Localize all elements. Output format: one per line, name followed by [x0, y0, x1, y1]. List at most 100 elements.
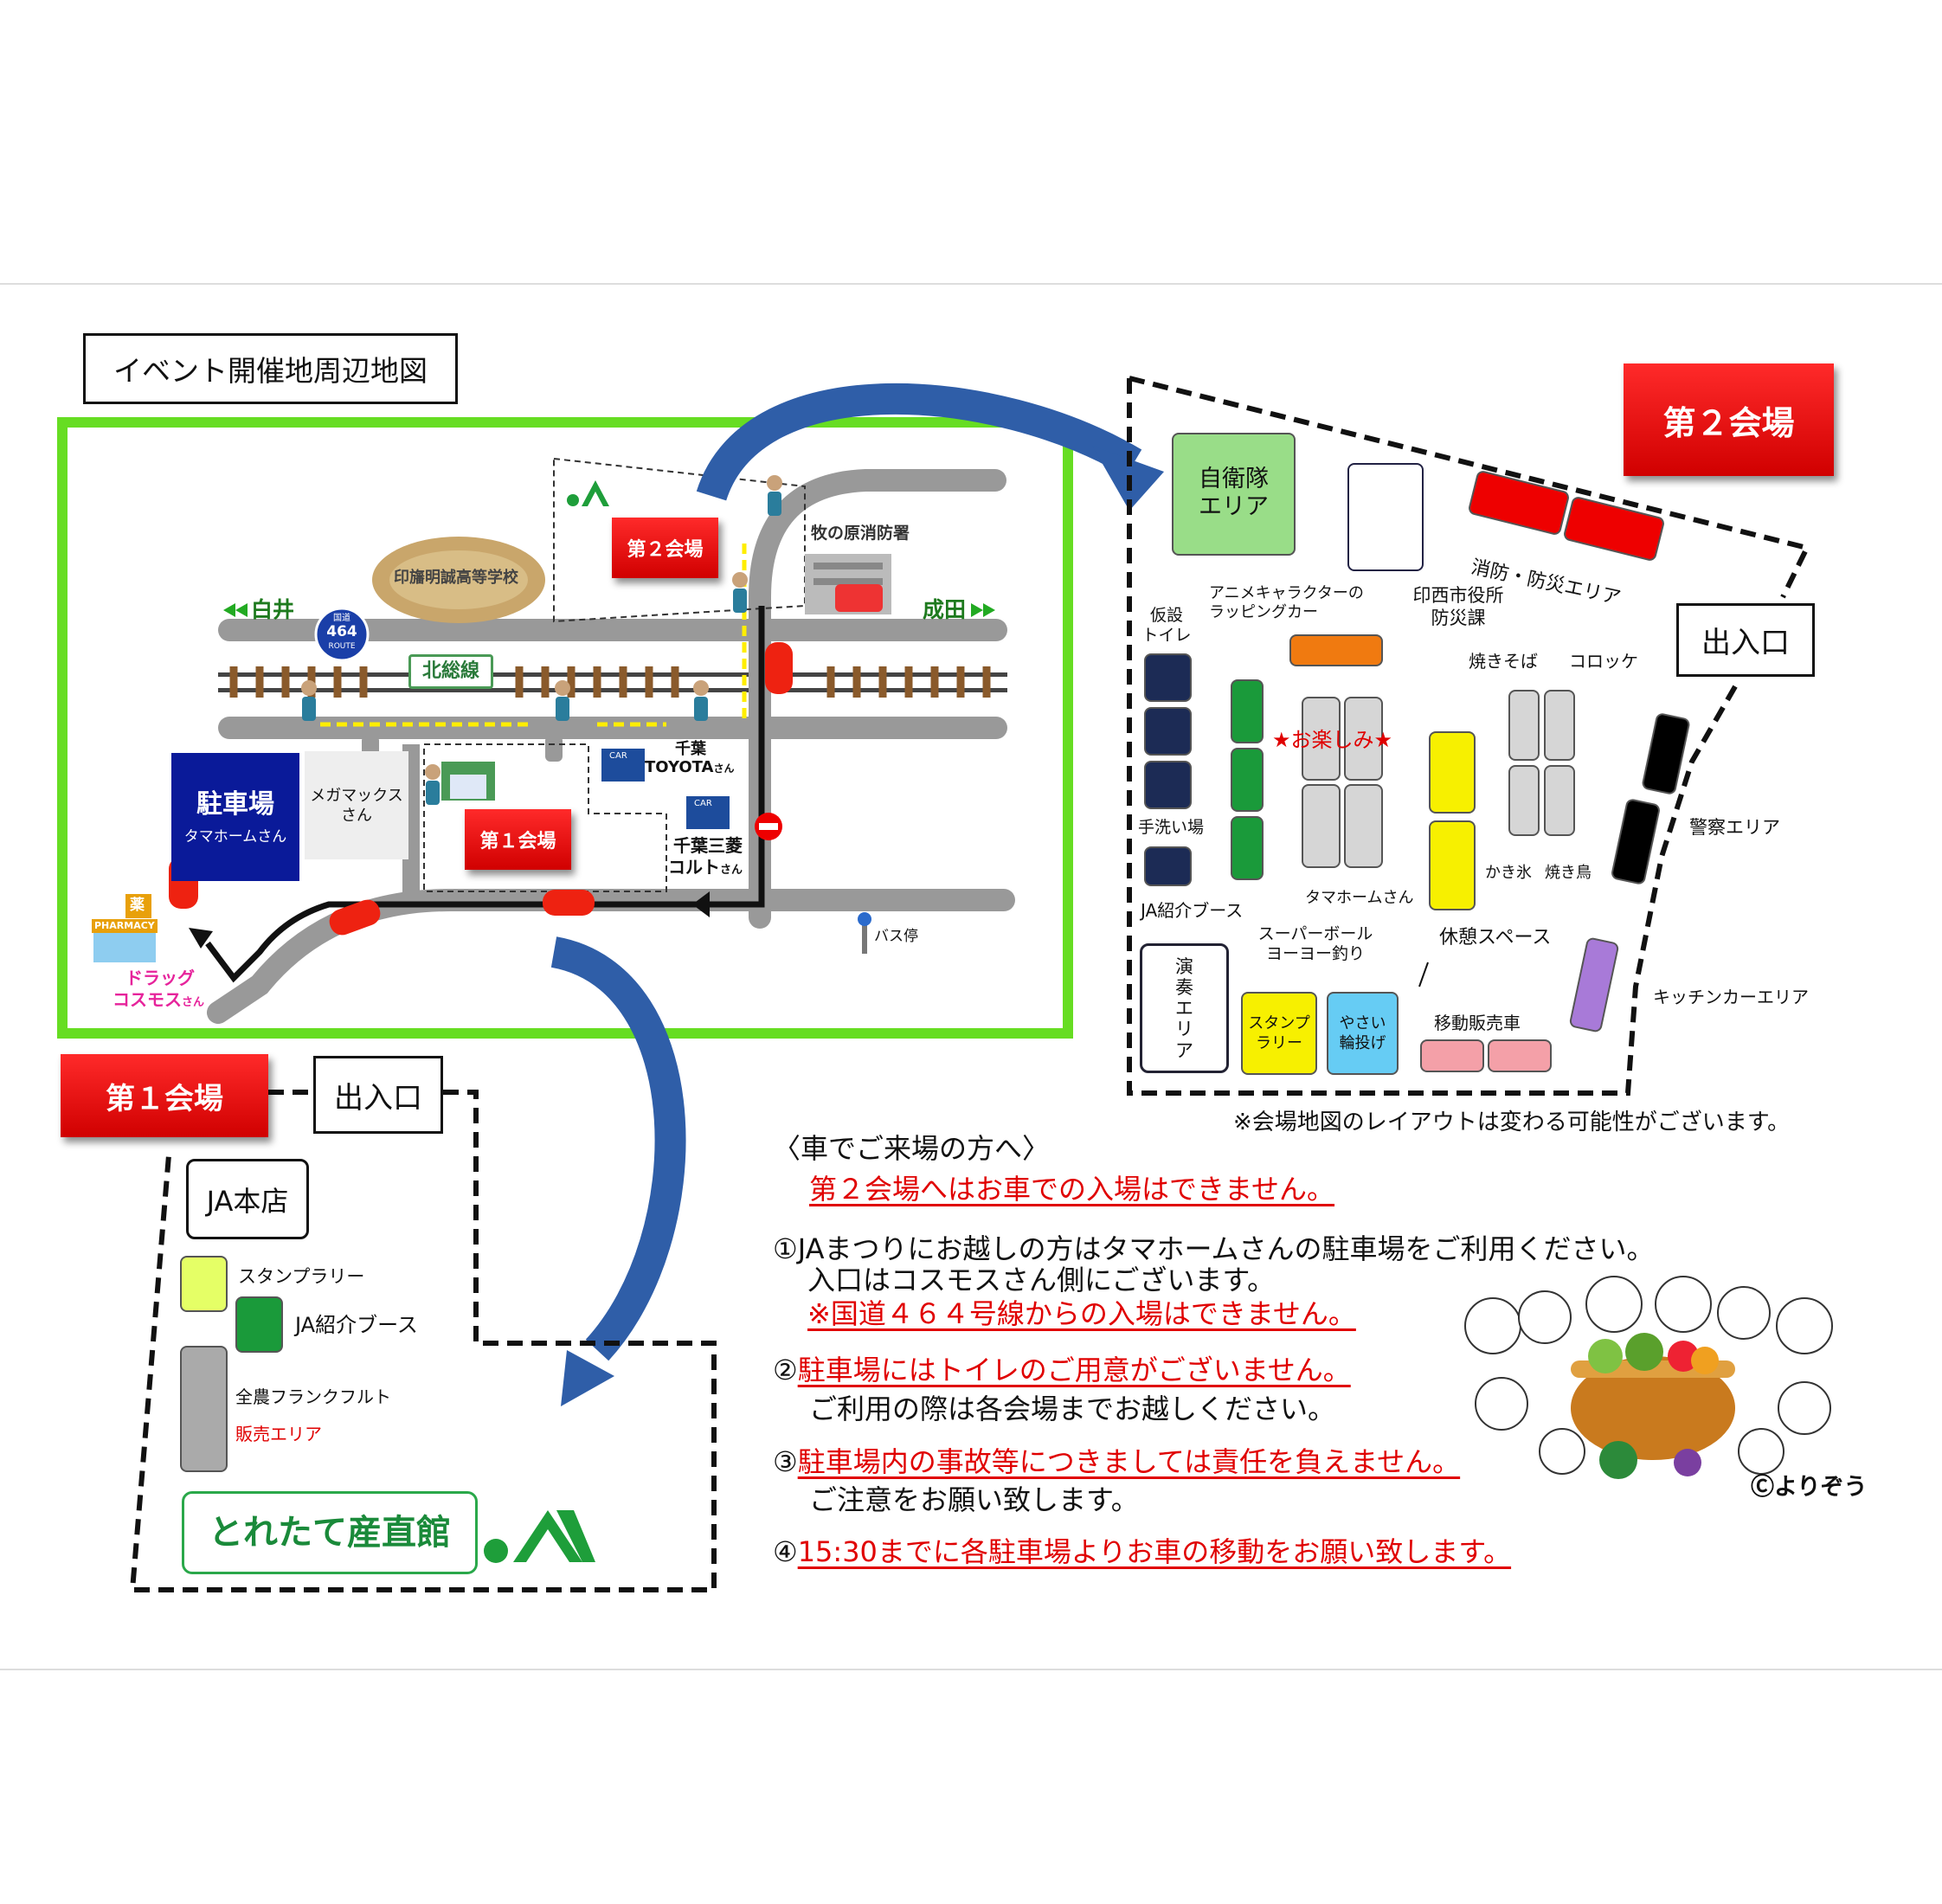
ja-booth-v1-label: JA紹介ブース: [295, 1313, 418, 1337]
route-bottom-label: ROUTE: [328, 642, 356, 651]
mitsubishi-label-1: 千葉三菱: [673, 835, 743, 856]
note-3a-text: 駐車場内の事故等につきましては責任を負えません。: [797, 1445, 1461, 1478]
note-no-car-venue2: 第２会場へはお車での入場はできません。: [809, 1173, 1335, 1206]
note-1c: ※国道４６４号線からの入場はできません。: [807, 1297, 1356, 1330]
fire-station-label: 牧の原消防署: [811, 524, 910, 543]
note-1a: ①JAまつりにお越しの方はタマホームさんの駐車場をご利用ください。: [773, 1232, 1655, 1265]
note-4a-text: 15:30までに各駐車場よりお車の移動をお願い致します。: [797, 1535, 1512, 1568]
note-1b: 入口はコスモスさん側にございます。: [807, 1264, 1276, 1296]
mobile-car-2: [1488, 1039, 1552, 1072]
note-2b: ご利用の際は各会場までお越しください。: [809, 1393, 1336, 1425]
venue2-entrance: 出入口: [1676, 603, 1815, 677]
note-3a: ③駐車場内の事故等につきましては責任を負えません。: [773, 1440, 1460, 1480]
ja-booth-1: [1231, 679, 1264, 743]
tamahome-booth-4: [1344, 784, 1383, 868]
food-booth-3: [1508, 765, 1540, 836]
note-3b: ご注意をお願い致します。: [809, 1483, 1139, 1516]
mitsubishi-label-2: コルトさん: [668, 857, 743, 878]
yakitori-label: 焼き鳥: [1545, 864, 1592, 882]
note-2a-text: 駐車場にはトイレのご用意がございません。: [797, 1354, 1351, 1386]
drug-label-1: ドラッグ: [125, 968, 195, 988]
narita-label: 成田: [923, 597, 967, 622]
note-2-num: ②: [773, 1354, 798, 1386]
food-booth-1: [1508, 690, 1540, 761]
route-number-label: 464: [326, 623, 357, 640]
handwash: [1144, 846, 1192, 886]
map-title: イベント開催地周辺地図: [83, 333, 458, 404]
car-label-toyota: CAR: [609, 751, 627, 761]
kasetsu-label: 仮設 トイレ: [1141, 606, 1192, 645]
tamahome-label: タマホームさん: [1305, 889, 1414, 907]
pharmacy-label: PHARMACY: [92, 919, 158, 933]
mobile-label: 移動販売車: [1434, 1013, 1521, 1033]
megamax: メガマックス さん: [305, 751, 408, 859]
rest-area-2: [1429, 820, 1476, 910]
venue2-map-badge: 第２会場: [612, 518, 718, 578]
kakigori-label: かき氷: [1485, 864, 1532, 882]
mitsubishi-san: さん: [720, 864, 743, 877]
stamp-rally-v1: [180, 1256, 228, 1312]
layout-note: ※会場地図のレイアウトは変わる可能性がございます。: [1233, 1110, 1791, 1135]
venue1-map-badge: 第１会場: [465, 809, 571, 870]
sanchokukan: とれたて産直館: [182, 1491, 478, 1574]
ja-honten: JA本店: [186, 1159, 309, 1239]
rail-line-label: 北総線: [408, 654, 493, 689]
frankfurt-label-2: 販売エリア: [235, 1424, 322, 1444]
yakisoba-label: 焼きそば: [1469, 651, 1538, 672]
note-2a: ②駐車場にはトイレのご用意がございません。: [773, 1348, 1351, 1388]
ja-booth-label-v2: JA紹介ブース: [1141, 900, 1244, 921]
yasai-ring-toss: やさい 輪投げ: [1327, 992, 1399, 1075]
drug-san: さん: [182, 996, 205, 1009]
city-hall-booth: [1347, 463, 1424, 571]
parking-sub-label: タマホームさん: [183, 828, 287, 846]
ja-booth-3: [1231, 816, 1264, 880]
food-booth-4: [1544, 765, 1575, 836]
note-3-num: ③: [773, 1445, 798, 1478]
police-label: 警察エリア: [1689, 817, 1780, 838]
toyota-san: さん: [713, 762, 735, 775]
toyota-label-2: TOYOTAさん: [645, 758, 735, 776]
jieitai-area: 自衛隊 エリア: [1172, 433, 1296, 556]
kusuri-label: 薬: [130, 897, 145, 914]
car-label-mitsubishi: CAR: [694, 799, 712, 808]
tamahome-booth-2: [1344, 697, 1383, 781]
notes-heading: 〈車でご来場の方へ〉: [773, 1132, 1051, 1165]
note-4-num: ④: [773, 1535, 798, 1568]
toyota-label-1: 千葉: [675, 740, 706, 758]
frankfurt-area: [180, 1346, 228, 1472]
parking-lot: 駐車場 タマホームさん: [171, 753, 299, 881]
route-top-label: 国道: [333, 614, 350, 623]
venue2-badge: 第２会場: [1624, 363, 1834, 476]
bus-stop-label: バス停: [874, 928, 918, 945]
city-hall-label-1: 印西市役所: [1412, 585, 1504, 606]
venue1-entrance: 出入口: [313, 1056, 443, 1134]
stamp-rally-v1-label: スタンプラリー: [238, 1266, 365, 1287]
otanoshimi-label: ★お楽しみ★: [1272, 728, 1393, 752]
stamp-rally-v2: スタンプ ラリー: [1241, 992, 1317, 1075]
drug-label-2: コスモスさん: [113, 989, 205, 1010]
venue1-badge: 第１会場: [61, 1054, 268, 1137]
mobile-car-1: [1420, 1039, 1484, 1072]
shirai-label: 白井: [251, 597, 295, 622]
toilet-1: [1144, 653, 1192, 702]
rest-label: 休憩スペース: [1439, 927, 1552, 949]
toilet-3: [1144, 761, 1192, 809]
superball-label: スーパーボール ヨーヨー釣り: [1257, 924, 1373, 963]
croquette-label: コロッケ: [1569, 651, 1638, 672]
ja-booth-2: [1231, 748, 1264, 812]
mascot-illustration: [1464, 1276, 1833, 1479]
tamahome-booth-1: [1302, 697, 1341, 781]
parking-label: 駐車場: [196, 789, 274, 820]
note-4a: ④15:30までに各駐車場よりお車の移動をお願い致します。: [773, 1530, 1511, 1570]
city-hall-label: 印西市役所防災課: [1402, 584, 1514, 630]
anime-car-label: アニメキャラクターの ラッピングカー: [1209, 584, 1364, 621]
rest-area-1: [1429, 731, 1476, 814]
toilet-2: [1144, 707, 1192, 756]
tamahome-booth-3: [1302, 784, 1341, 868]
frankfurt-label-1: 全農フランクフルト: [235, 1386, 391, 1407]
anime-car: [1289, 634, 1383, 666]
city-hall-label-2: 防災課: [1431, 608, 1486, 629]
